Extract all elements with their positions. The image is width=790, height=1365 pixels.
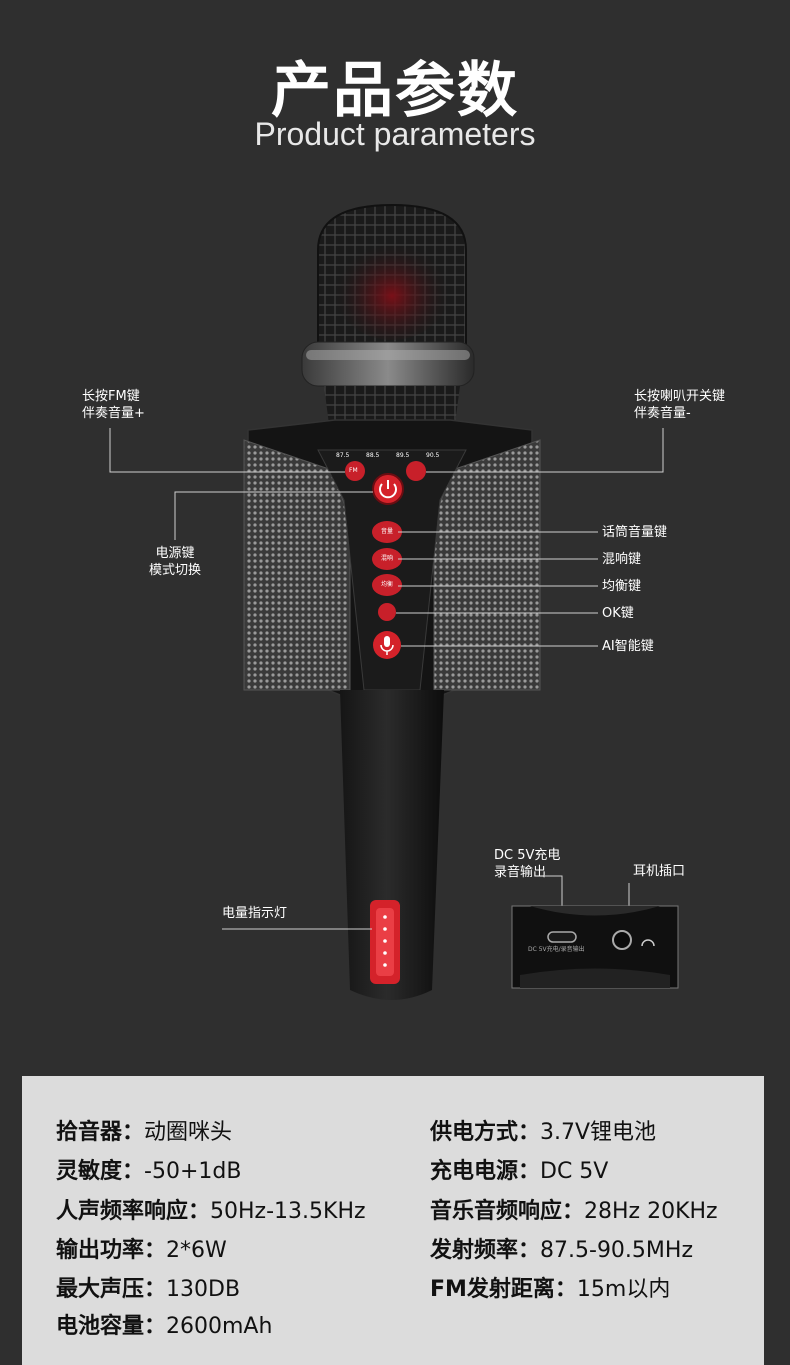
spec-right-2: 充电电源：DC 5V	[430, 1153, 608, 1185]
speaker-key-callout-line1: 长按喇叭开关键	[634, 389, 726, 404]
fm-key-callout-line2: 伴奏音量+	[82, 406, 145, 421]
spec-left-5: 最大声压：130DB	[56, 1271, 240, 1303]
page-title: 产品参数	[271, 56, 519, 126]
headphone-callout: 耳机插口	[633, 864, 686, 879]
spec-key: 音乐音频响应：	[430, 1199, 585, 1224]
spec-key: 充电电源：	[430, 1159, 541, 1184]
spec-value: 2600mAh	[166, 1314, 273, 1339]
page-subtitle: Product parameters	[254, 116, 536, 152]
spec-key: 拾音器：	[56, 1120, 145, 1145]
battery-indicator-callout: 电量指示灯	[222, 906, 288, 921]
port-inset	[511, 905, 679, 989]
power-key-callout-line1: 电源键	[155, 546, 195, 561]
spec-key: 最大声压：	[56, 1277, 167, 1302]
equalizer-callout: 均衡键	[602, 579, 642, 594]
mic-volume-button-label: 音量	[381, 528, 394, 535]
fm-key-callout-line1: 长按FM键	[82, 389, 140, 404]
spec-left-4: 输出功率：2*6W	[56, 1232, 227, 1264]
spec-value: 2*6W	[166, 1238, 227, 1263]
fm-button-label: FM	[349, 467, 358, 474]
freq-mark-3: 89.5	[396, 452, 410, 459]
spec-right-3: 音乐音频响应：28Hz 20KHz	[430, 1193, 718, 1225]
spec-key: 灵敏度：	[56, 1159, 145, 1184]
spec-value: 3.7V锂电池	[540, 1120, 657, 1145]
reverb-callout: 混响键	[602, 552, 642, 567]
spec-key: 发射频率：	[430, 1238, 541, 1263]
ai-callout: AI智能键	[602, 639, 654, 654]
mic-handle	[340, 690, 444, 1000]
spec-left-2: 灵敏度：-50+1dB	[56, 1153, 241, 1185]
specs-panel: 拾音器：动圈咪头 灵敏度：-50+1dB 人声频率响应：50Hz-13.5KHz…	[22, 1076, 764, 1365]
dc-port-callout-line2: 录音输出	[494, 865, 547, 880]
power-key-callout-line2: 模式切换	[148, 563, 201, 578]
spec-value: 50Hz-13.5KHz	[210, 1199, 366, 1224]
freq-mark-1: 87.5	[336, 452, 350, 459]
spec-value: 15m以内	[576, 1277, 671, 1302]
dc-port-callout-line1: DC 5V充电	[494, 848, 561, 863]
spec-right-4: 发射频率：87.5-90.5MHz	[430, 1232, 693, 1264]
freq-mark-4: 90.5	[426, 452, 440, 459]
spec-left-3: 人声频率响应：50Hz-13.5KHz	[56, 1193, 366, 1225]
mic-volume-callout: 话筒音量键	[602, 525, 668, 540]
spec-left-1: 拾音器：动圈咪头	[56, 1114, 232, 1146]
spec-value: 130DB	[166, 1277, 241, 1302]
spec-right-5: FM发射距离：15m以内	[430, 1271, 670, 1303]
speaker-key-callout-line2: 伴奏音量-	[634, 406, 691, 421]
microphone-illustration	[109, 203, 679, 1000]
spec-value: 87.5-90.5MHz	[540, 1238, 693, 1263]
mic-head	[301, 203, 475, 439]
fm-key-callout: 长按FM键 伴奏音量+	[82, 388, 145, 422]
spec-key: 输出功率：	[56, 1238, 167, 1263]
speaker-key-callout: 长按喇叭开关键 伴奏音量-	[634, 388, 725, 422]
freq-mark-2: 88.5	[366, 452, 380, 459]
spec-key: 人声频率响应：	[56, 1199, 211, 1224]
power-key-callout: 电源键 模式切换	[140, 545, 210, 579]
spec-value: -50+1dB	[144, 1159, 242, 1184]
port-caption: DC 5V充电/录音输出	[528, 946, 585, 953]
ok-callout: OK键	[602, 606, 634, 621]
spec-key: FM发射距离：	[430, 1277, 577, 1302]
spec-value: 动圈咪头	[144, 1120, 233, 1145]
spec-key: 电池容量：	[56, 1314, 167, 1339]
control-buttons	[345, 461, 426, 659]
spec-key: 供电方式：	[430, 1120, 541, 1145]
dc-port-callout: DC 5V充电 录音输出	[494, 847, 560, 881]
reverb-button-label: 混响	[381, 555, 394, 562]
spec-value: DC 5V	[540, 1159, 609, 1184]
spec-right-1: 供电方式：3.7V锂电池	[430, 1114, 656, 1146]
spec-left-6: 电池容量：2600mAh	[56, 1308, 272, 1340]
spec-value: 28Hz 20KHz	[584, 1199, 718, 1224]
eq-button-label: 均衡	[381, 581, 394, 588]
